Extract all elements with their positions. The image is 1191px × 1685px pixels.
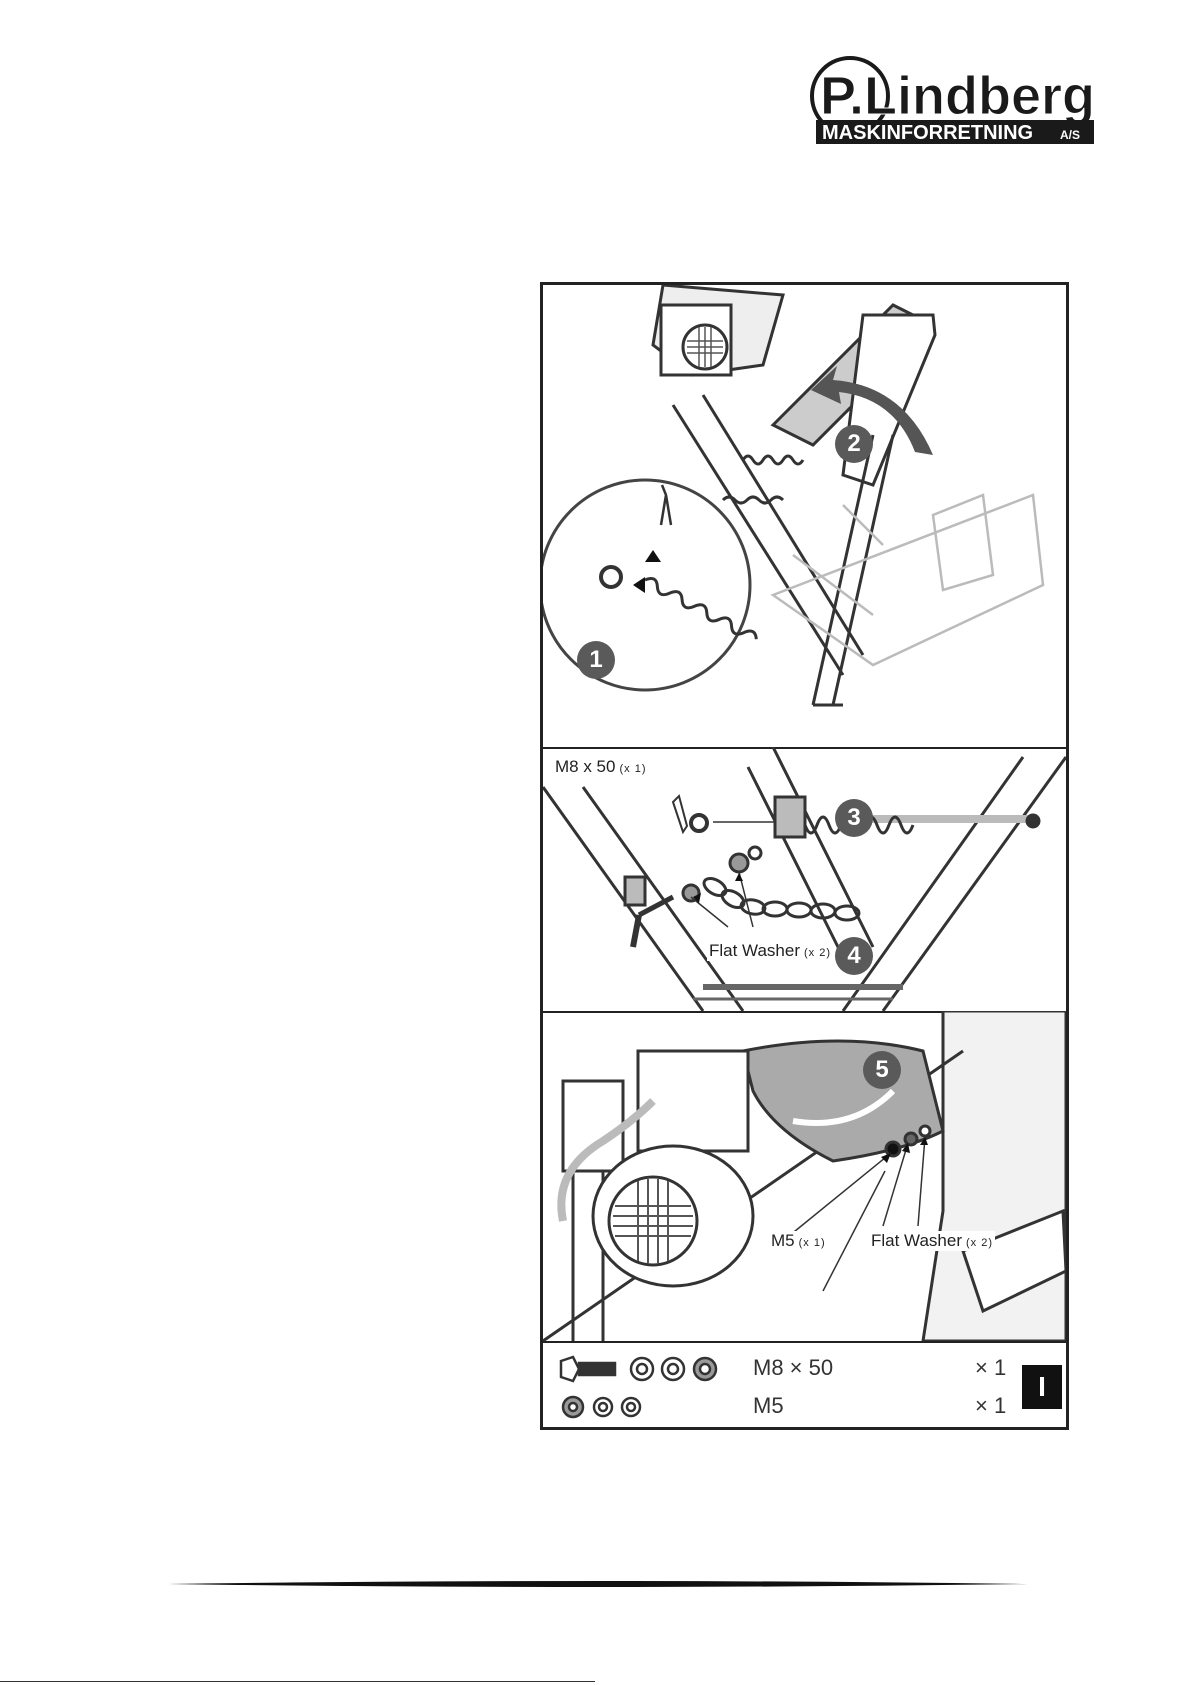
step-marker-3: 3	[835, 799, 873, 837]
part-quantity: × 1	[975, 1355, 1006, 1381]
section-tab: I	[1022, 1365, 1062, 1409]
bolt-washer-nut-icon	[557, 1349, 757, 1389]
assembly-instruction-frame: 1 2	[540, 282, 1069, 1430]
part-quantity: × 1	[975, 1393, 1006, 1419]
step-marker-2: 2	[835, 425, 873, 463]
bolt-m8-label: M8 x 50(x 1)	[555, 757, 646, 777]
nut-washer-icon	[557, 1387, 757, 1427]
assembly-panel-1: 1 2	[543, 285, 1066, 749]
logo-graphic: P.Lindberg MASKINFORRETNING A/S	[806, 56, 1096, 146]
panel-1-illustration	[543, 285, 1066, 747]
bolt-m5-label: M5(x 1)	[769, 1231, 828, 1251]
step-marker-5: 5	[863, 1051, 901, 1089]
page-bottom-rule	[0, 1681, 595, 1682]
logo-tagline: MASKINFORRETNING	[822, 122, 1033, 144]
step-marker-1: 1	[577, 641, 615, 679]
panel-2-illustration	[543, 747, 1066, 1011]
parts-row-m8: M8 × 50 × 1	[543, 1349, 1066, 1389]
part-name: M5	[753, 1393, 784, 1419]
footer-divider	[168, 1580, 1028, 1588]
flat-washer-label-panel3: Flat Washer(x 2)	[869, 1231, 995, 1251]
logo-suffix: A/S	[1060, 128, 1080, 142]
parts-row-m5: M5 × 1	[543, 1387, 1066, 1427]
brand-logo: P.Lindberg MASKINFORRETNING A/S	[806, 56, 1096, 146]
part-name: M8 × 50	[753, 1355, 833, 1381]
parts-list: M8 × 50 × 1 M5 × 1 I	[543, 1341, 1066, 1427]
step-marker-4: 4	[835, 937, 873, 975]
assembly-panel-3: M5(x 1) Flat Washer(x 2) 5	[543, 1011, 1066, 1343]
flat-washer-label-panel2: Flat Washer(x 2)	[707, 941, 833, 961]
panel-3-illustration	[543, 1011, 1066, 1341]
logo-brand-text: P.Lindberg	[820, 66, 1095, 126]
assembly-panel-2: M8 x 50(x 1) Flat Washer(x 2) 3 4	[543, 747, 1066, 1013]
